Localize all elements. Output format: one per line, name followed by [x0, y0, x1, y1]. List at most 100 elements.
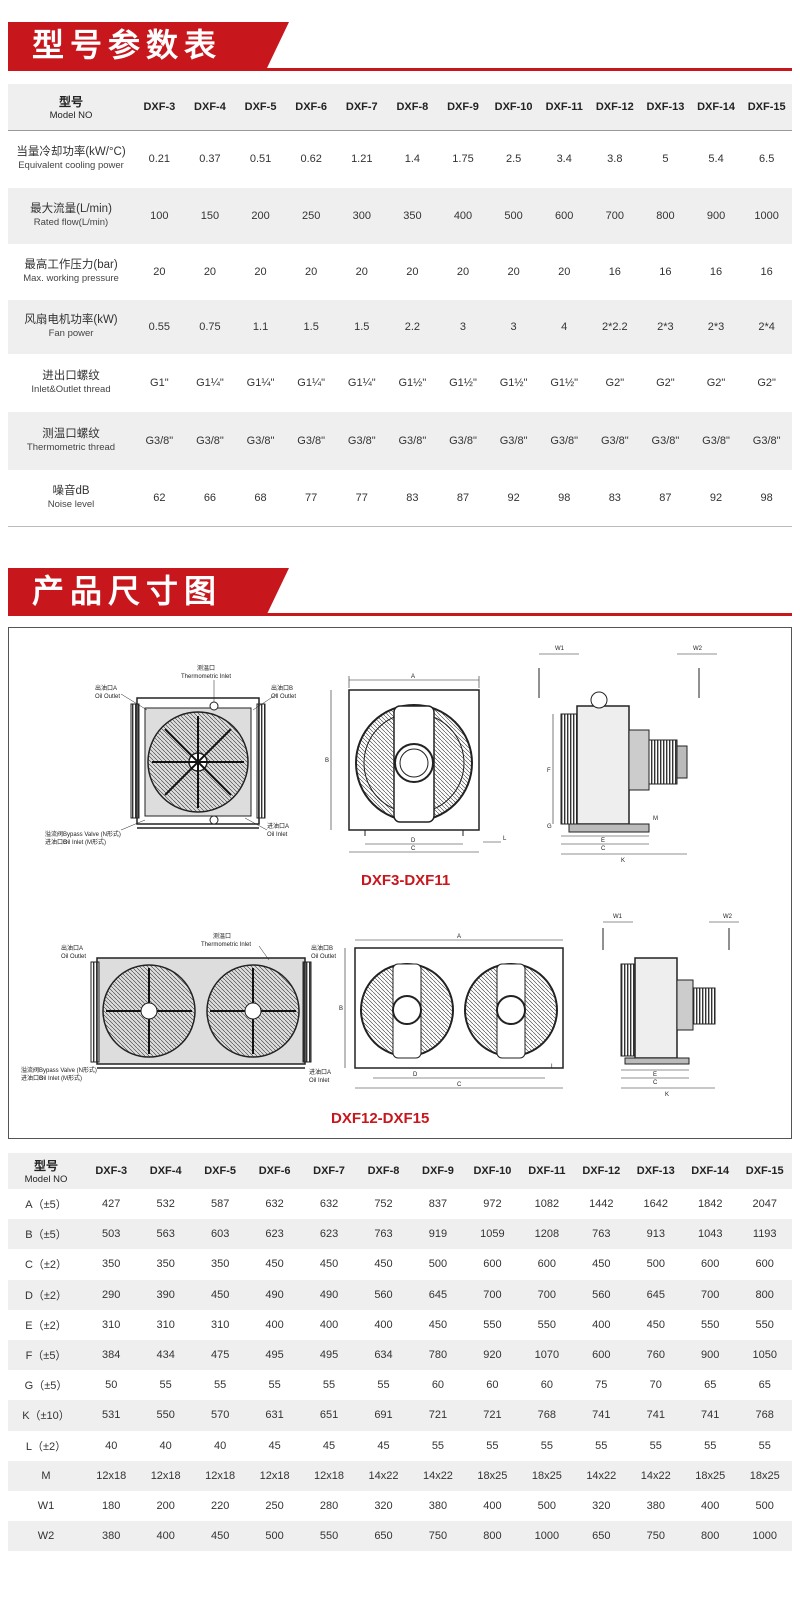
dim-value: 603 — [192, 1219, 248, 1250]
dim-value: 750 — [628, 1521, 683, 1552]
param-value: G3/8" — [285, 412, 337, 470]
model-header: DXF-13 — [636, 1165, 675, 1177]
param-value: 2.5 — [505, 153, 522, 166]
dim-value: 972 — [483, 1198, 502, 1211]
dim-value: 55 — [486, 1439, 499, 1452]
rear-view-large: A B D C L — [339, 934, 564, 1089]
label-inlet-a: 进油口A — [309, 1068, 331, 1076]
param-value: 0.55 — [134, 300, 185, 354]
dim-b: B — [325, 758, 329, 764]
dim-value: 560 — [574, 1279, 629, 1310]
param-value: 87 — [456, 491, 470, 504]
model-header: DXF-8 — [367, 1165, 400, 1177]
param-value: G3/8" — [336, 412, 388, 470]
row-label-cn: 噪音dB — [52, 484, 90, 497]
model-header: DXF-12 — [595, 100, 634, 113]
param-value: 5.4 — [708, 153, 724, 166]
row-label-en: Rated flow(L/min) — [33, 217, 109, 228]
param-value: G3/8" — [640, 412, 691, 470]
model-header: DXF-11 — [545, 100, 583, 113]
label-outlet-a: 出油口A — [95, 684, 117, 692]
dim-value: 750 — [410, 1521, 466, 1552]
param-value: 1.21 — [351, 153, 373, 166]
dim-value: 1050 — [737, 1339, 792, 1371]
dim-value: 503 — [84, 1219, 139, 1250]
param-value: 20 — [203, 266, 217, 278]
divider — [8, 68, 792, 71]
dim-d: D — [411, 838, 416, 844]
dim-label: W1 — [37, 1499, 55, 1512]
param-value: G1½" — [449, 377, 477, 389]
dim-value: 650 — [356, 1521, 411, 1552]
dims-header-label: 型号 Model NO — [8, 1153, 84, 1189]
dim-value: 721 — [465, 1400, 520, 1431]
param-value: 66 — [203, 491, 217, 504]
param-value: G3/8" — [741, 412, 792, 470]
label-thermo-en: Thermometric Inlet — [201, 942, 251, 948]
param-value: G3/8" — [184, 412, 236, 470]
header-cn: 型号 — [59, 94, 84, 109]
dim-value: 450 — [319, 1258, 339, 1271]
param-value: 77 — [305, 491, 318, 504]
dim-value: 532 — [156, 1198, 175, 1211]
model-header: DXF-6 — [295, 100, 328, 113]
dim-value: 550 — [755, 1318, 774, 1331]
dim-value: 490 — [247, 1279, 302, 1310]
dim-value: 450 — [192, 1279, 248, 1310]
param-value: 900 — [690, 188, 742, 244]
dim-value: 400 — [265, 1318, 284, 1331]
row-label: 当量冷却功率(kW/°C)Equivalent cooling power — [8, 130, 134, 188]
dim-value: 1842 — [697, 1198, 723, 1211]
param-value: 87 — [659, 491, 672, 504]
param-value: 6.5 — [759, 153, 775, 166]
dim-value: 495 — [301, 1339, 357, 1371]
dim-value: 920 — [465, 1339, 520, 1371]
dim-value: 70 — [649, 1379, 662, 1392]
dim-value: 650 — [574, 1521, 629, 1552]
param-value: 16 — [760, 266, 773, 278]
param-value: 20 — [558, 266, 571, 278]
dim-value: 60 — [540, 1379, 553, 1392]
dim-value: 763 — [356, 1219, 411, 1250]
dim-value: 12x18 — [192, 1460, 248, 1491]
dim-value: 384 — [84, 1339, 139, 1371]
dim-label: C（±2） — [24, 1259, 68, 1272]
param-value: 200 — [235, 188, 286, 244]
param-value: 1.1 — [235, 300, 286, 354]
dim-m: M — [653, 816, 658, 822]
dim-value: 400 — [592, 1318, 611, 1331]
divider — [8, 613, 792, 616]
dim-label: F（±5） — [8, 1339, 84, 1371]
dim-value: 645 — [410, 1279, 466, 1310]
dim-k: K — [665, 1092, 669, 1098]
dim-value: 55 — [704, 1439, 717, 1452]
dim-value: 1193 — [737, 1219, 792, 1250]
dim-value: 65 — [758, 1379, 771, 1392]
param-value: G2" — [605, 377, 625, 389]
label-bypass-en: Bypass Valve (N形式) — [39, 1066, 97, 1074]
dim-value: 560 — [356, 1279, 411, 1310]
model-header: DXF-10 — [494, 100, 533, 113]
row-label-en: Equivalent cooling power — [18, 160, 124, 172]
dim-value: 200 — [156, 1499, 175, 1512]
param-value: G1¼" — [246, 377, 275, 389]
dim-label: A（±5） — [25, 1199, 67, 1212]
dim-value: 12x18 — [301, 1460, 357, 1491]
param-value: 20 — [456, 266, 470, 278]
dim-value: 837 — [428, 1198, 448, 1211]
dim-value: 1000 — [519, 1521, 575, 1552]
param-value: 20 — [406, 266, 419, 278]
dim-value: 600 — [483, 1258, 502, 1271]
dim-value: 550 — [138, 1400, 193, 1431]
dim-value: 490 — [301, 1279, 357, 1310]
model-header: DXF-4 — [149, 1165, 182, 1177]
